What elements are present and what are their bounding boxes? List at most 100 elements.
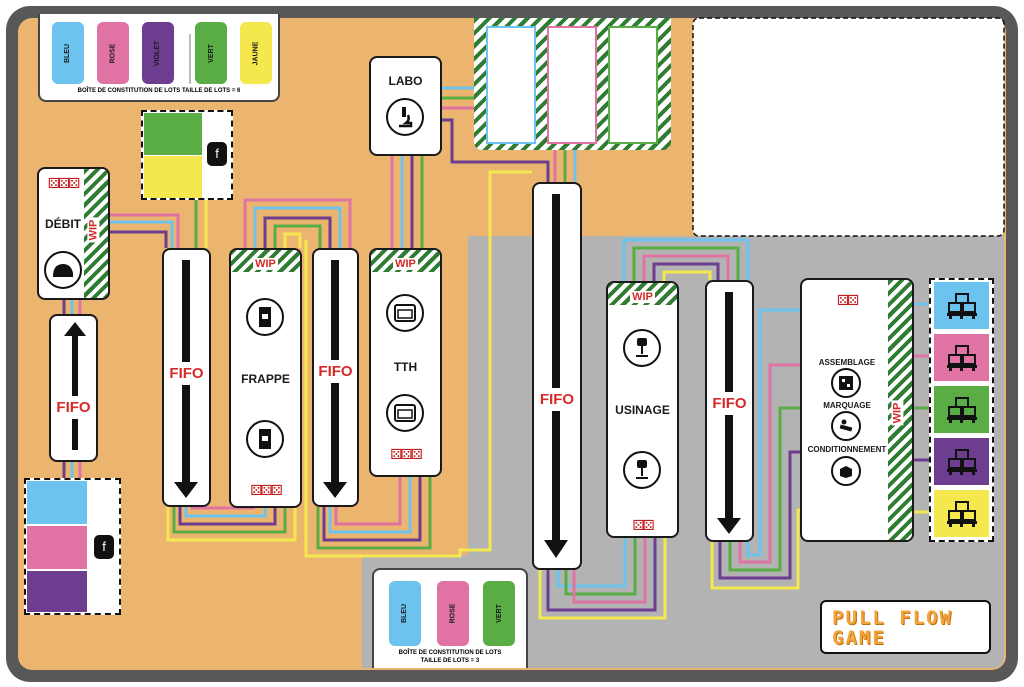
drill-icon <box>623 451 661 489</box>
title-line-2: GAME <box>832 627 886 649</box>
chip-rose[interactable]: ROSE <box>437 581 469 646</box>
debit-label: DÉBIT <box>45 217 81 231</box>
chip-vert[interactable]: VERT <box>195 22 227 84</box>
flow-vert <box>728 406 800 572</box>
station-usinage[interactable]: WIP USINAGE ⚄⚄ <box>606 281 679 538</box>
usinage-label: USINAGE <box>615 403 670 417</box>
station-assemblage[interactable]: WIP ⚄⚄ ASSEMBLAGE MARQUAGE CONDITIONNEME… <box>800 278 914 542</box>
flow-loop <box>538 538 667 620</box>
kanban-card-icon: f <box>94 535 114 559</box>
flow-lines <box>62 86 929 620</box>
flow-loop <box>572 538 647 604</box>
finished-slot-jaune[interactable] <box>934 490 989 537</box>
qr-code-icon <box>831 368 861 398</box>
fifo-frappe[interactable]: FIFO <box>162 248 211 507</box>
conditionnement-label: CONDITIONNEMENT <box>807 445 887 454</box>
flow-loop <box>263 216 332 248</box>
fifo-final[interactable]: FIFO <box>705 280 754 542</box>
flow-violet <box>718 450 800 580</box>
dice-icon: ⚄⚄⚄ <box>250 482 283 498</box>
slot-vert[interactable] <box>144 113 202 155</box>
station-frappe[interactable]: WIP FRAPPE ⚄⚄⚄ <box>229 248 302 508</box>
assemblage-label: ASSEMBLAGE <box>818 358 876 367</box>
flow-loop <box>172 507 287 534</box>
chip-rose[interactable]: ROSE <box>97 22 129 84</box>
flow-loop <box>178 507 277 526</box>
slot-rose[interactable] <box>547 26 597 144</box>
flow-loop <box>322 477 422 542</box>
station-tth[interactable]: WIP TTH ⚄⚄⚄ <box>369 248 442 477</box>
chip-jaune[interactable]: JAUNE <box>240 22 272 84</box>
flow-loop <box>662 270 712 281</box>
oven-icon <box>386 294 424 332</box>
fifo-debit[interactable]: FIFO <box>49 314 98 462</box>
flow-loop <box>253 206 342 248</box>
lot-box-3-caption-2: TAILLE DE LOTS = 3 <box>420 658 480 664</box>
flow-loop <box>546 538 657 612</box>
station-labo[interactable]: LABO <box>369 56 442 156</box>
kanban-box-bleu-rose-violet: f <box>24 478 121 615</box>
pallet-icon <box>946 448 977 475</box>
flow-loop <box>328 477 412 534</box>
dice-icon: ⚄⚄⚄ <box>390 446 423 462</box>
title-line-1: PULL FLOW <box>832 607 953 629</box>
divider <box>189 34 191 84</box>
flow-loop <box>622 238 750 281</box>
finished-slot-rose[interactable] <box>934 334 989 381</box>
fifo-usinage[interactable]: FIFO <box>532 182 582 570</box>
fifo-label: FIFO <box>53 396 94 419</box>
wip-label: WIP <box>891 400 904 426</box>
wip-label: WIP <box>253 258 278 270</box>
press-machine-icon <box>246 298 284 336</box>
lot-box-6-caption: BOÎTE DE CONSTITUTION DE LOTS TAILLE DE … <box>77 88 241 94</box>
chip-bleu[interactable]: BLEU <box>389 581 421 646</box>
dice-icon: ⚄⚄ <box>836 292 859 308</box>
fifo-label: FIFO <box>316 360 355 383</box>
finished-slot-violet[interactable] <box>934 438 989 485</box>
fifo-label: FIFO <box>166 362 207 385</box>
oven-icon <box>386 394 424 432</box>
pallet-icon <box>946 292 977 319</box>
flow-jaune <box>710 508 800 590</box>
labo-supermarket <box>474 18 671 150</box>
wip-label: WIP <box>393 258 418 270</box>
marking-icon <box>831 411 861 441</box>
lot-box-3-caption-1: BOÎTE DE CONSTITUTION DE LOTS <box>398 650 502 656</box>
marquage-label: MARQUAGE <box>823 401 871 410</box>
flow-loop <box>334 477 402 526</box>
slot-vert[interactable] <box>608 26 658 144</box>
chip-bleu[interactable]: BLEU <box>52 22 84 84</box>
helmet-icon <box>44 251 82 289</box>
fifo-label: FIFO <box>536 388 578 411</box>
finished-slot-bleu[interactable] <box>934 282 989 329</box>
frappe-label: FRAPPE <box>241 372 290 386</box>
kanban-box-vert-jaune: f <box>141 110 233 200</box>
flow-loop <box>642 254 730 281</box>
flow-loop <box>184 507 267 518</box>
flow-violet <box>110 230 168 248</box>
lot-box-6: BLEU ROSE VIOLET VERT JAUNE BOÎTE DE CON… <box>38 14 280 102</box>
slot-violet[interactable] <box>27 571 87 612</box>
flow-loop <box>652 262 720 281</box>
pallet-icon <box>946 344 977 371</box>
flow-jaune <box>304 170 532 558</box>
microscope-icon <box>386 98 424 136</box>
flow-loop <box>190 506 255 510</box>
chip-vert[interactable]: VERT <box>483 581 515 646</box>
chip-violet[interactable]: VIOLET <box>142 22 174 84</box>
finished-slot-vert[interactable] <box>934 386 989 433</box>
flow-rose <box>110 213 180 248</box>
dice-icon: ⚄⚄ <box>632 517 654 533</box>
station-debit[interactable]: WIP ⚄⚄⚄ DÉBIT <box>37 167 110 300</box>
flow-violet <box>442 118 550 182</box>
slot-jaune[interactable] <box>144 156 202 198</box>
flow-loop <box>556 538 627 588</box>
flow-loop <box>283 232 302 248</box>
slot-bleu[interactable] <box>486 26 536 144</box>
drill-icon <box>623 329 661 367</box>
slot-bleu[interactable] <box>27 481 87 524</box>
fifo-tth[interactable]: FIFO <box>312 248 359 507</box>
finished-goods-stock <box>929 278 994 542</box>
tth-label: TTH <box>393 360 418 374</box>
slot-rose[interactable] <box>27 526 87 569</box>
